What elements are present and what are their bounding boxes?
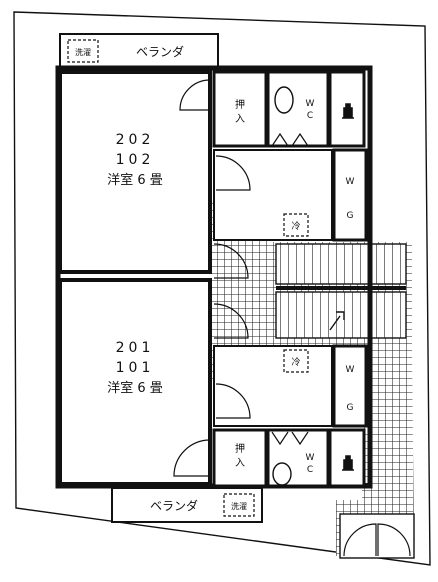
site-boundary	[13, 11, 431, 566]
lower-closet	[212, 428, 268, 488]
tile-floor-right	[336, 342, 414, 556]
lower-wg-g: G	[347, 403, 354, 413]
upper-toilet	[274, 86, 294, 114]
upper-fridge-box	[283, 213, 309, 237]
upper-wc-door	[271, 132, 309, 147]
lower-washer-box	[223, 493, 255, 517]
lower-room-type: 洋室 6 畳	[107, 380, 163, 396]
upper-room-door	[179, 79, 211, 111]
lower-wc-c: C	[307, 465, 313, 475]
upper-closet-label-2: 入	[235, 114, 245, 125]
upper-washing-area	[332, 148, 368, 242]
upper-corridor	[213, 149, 333, 241]
lower-closet-label-2: 入	[235, 458, 245, 469]
upper-wc-w: W	[306, 99, 315, 109]
lower-room-door	[173, 439, 211, 477]
lower-washer-label: 洗濯	[231, 501, 247, 511]
lower-corridor	[213, 345, 333, 427]
lower-room-number-2: 101	[116, 360, 155, 376]
lower-wc-w: W	[306, 453, 315, 463]
staircase-upper	[275, 243, 407, 285]
gate-door-left	[343, 523, 377, 557]
upper-washer-label: 洗濯	[75, 47, 91, 57]
upper-heater-icon	[342, 103, 354, 119]
upper-wg-g: G	[347, 211, 354, 221]
upper-room-number-2: 102	[116, 152, 155, 168]
upper-room	[58, 70, 212, 274]
upper-corridor-door	[215, 155, 251, 191]
staircase-lower	[275, 291, 407, 339]
stair-arrow	[329, 311, 345, 331]
lower-room-number-1: 201	[116, 340, 155, 356]
upper-washer-box	[67, 39, 99, 63]
entrance-gate	[339, 513, 415, 559]
gate-door-right	[377, 523, 411, 557]
lower-veranda-label: ベランダ	[150, 498, 198, 513]
upper-fridge-label: 冷	[291, 220, 300, 232]
upper-wg-w: W	[346, 177, 355, 187]
upper-room-number-1: 202	[116, 132, 155, 148]
lower-wg-w: W	[346, 365, 355, 375]
upper-entry-door	[213, 243, 249, 279]
lower-heater-icon	[342, 455, 354, 471]
lower-toilet	[272, 462, 292, 486]
lower-washing-area	[332, 344, 368, 428]
lower-fridge-label: 冷	[291, 356, 300, 368]
lower-entry-door	[213, 303, 249, 339]
lower-wc-door	[271, 431, 309, 446]
upper-heater-box	[328, 70, 366, 148]
upper-room-type: 洋室 6 畳	[107, 172, 163, 188]
lower-closet-label-1: 押	[235, 442, 245, 455]
upper-wc	[266, 70, 330, 148]
upper-veranda-label: ベランダ	[136, 44, 184, 59]
upper-closet-label-1: 押	[235, 98, 245, 111]
lower-corridor-door	[215, 383, 251, 419]
lower-fridge-box	[283, 349, 309, 373]
upper-wc-c: C	[307, 111, 313, 121]
upper-closet	[212, 70, 268, 148]
lower-room	[58, 278, 212, 486]
